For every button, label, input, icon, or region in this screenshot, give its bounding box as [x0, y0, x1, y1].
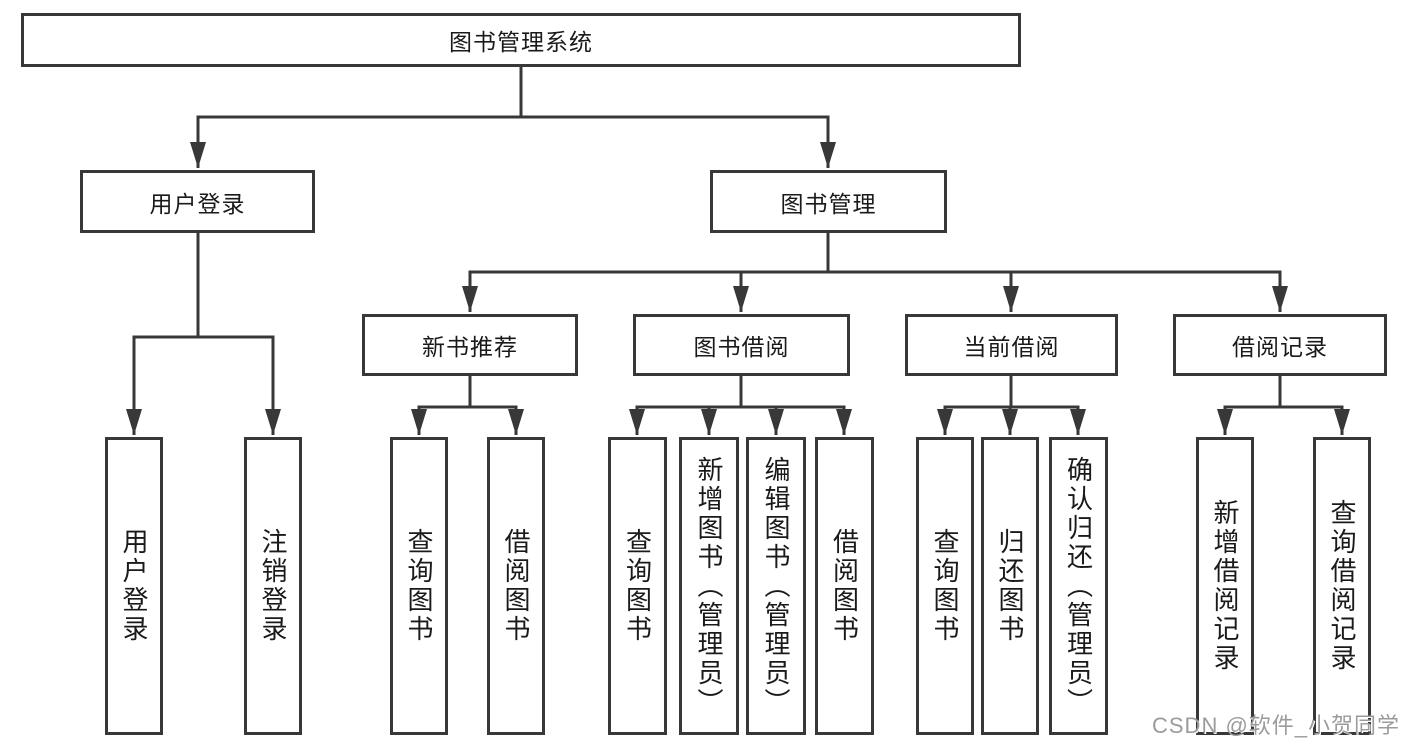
leaf-user-login-label: 用户登录	[119, 528, 149, 644]
leaf-edit-book-admin-label: 编辑图书（管理员）	[761, 455, 791, 717]
connector-root-to-level2	[190, 66, 836, 168]
node-root: 图书管理系统	[21, 13, 1021, 67]
leaf-query-books-rec-label: 查询图书	[404, 528, 434, 644]
leaf-confirm-return-admin-label: 确认归还（管理员）	[1063, 455, 1094, 717]
leaf-query-books-borrow: 查询图书	[608, 437, 667, 735]
node-root-label: 图书管理系统	[449, 29, 593, 55]
connector-current-borrow-to-leaves	[937, 376, 1086, 435]
leaf-add-borrow-record-label: 新增借阅记录	[1210, 499, 1240, 673]
connector-user-login-to-leaves	[126, 233, 281, 435]
node-borrow-records: 借阅记录	[1173, 314, 1387, 376]
connector-book-borrow-to-leaves	[629, 376, 852, 435]
leaf-query-books-borrow-label: 查询图书	[622, 528, 653, 644]
leaf-user-login: 用户登录	[105, 437, 163, 735]
connector-book-mgmt-to-level3	[462, 233, 1288, 312]
node-book-borrow-label: 图书借阅	[693, 334, 790, 360]
leaf-query-borrow-record: 查询借阅记录	[1313, 437, 1371, 735]
leaf-borrow-books-rec: 借阅图书	[487, 437, 545, 735]
leaf-add-book-admin-label: 新增图书（管理员）	[694, 455, 724, 717]
leaf-confirm-return-admin: 确认归还（管理员）	[1049, 437, 1108, 735]
node-new-book-rec-label: 新书推荐	[422, 334, 518, 360]
csdn-watermark: CSDN @软件_小贺同学	[1152, 713, 1401, 738]
node-user-login-label: 用户登录	[149, 190, 246, 217]
leaf-query-books-rec: 查询图书	[390, 437, 448, 735]
leaf-return-book: 归还图书	[981, 437, 1039, 735]
node-current-borrow: 当前借阅	[905, 314, 1118, 376]
leaf-logout-label: 注销登录	[258, 528, 288, 644]
leaf-add-book-admin: 新增图书（管理员）	[679, 437, 739, 735]
leaf-query-borrow-record-label: 查询借阅记录	[1327, 499, 1357, 673]
node-book-borrow: 图书借阅	[633, 314, 850, 376]
leaf-query-books-current-label: 查询图书	[930, 528, 960, 644]
leaf-add-borrow-record: 新增借阅记录	[1196, 437, 1254, 735]
leaf-edit-book-admin: 编辑图书（管理员）	[746, 437, 806, 735]
leaf-borrow-books-rec-label: 借阅图书	[501, 528, 531, 644]
leaf-return-book-label: 归还图书	[995, 528, 1025, 644]
connector-new-book-rec-to-leaves	[411, 376, 524, 435]
node-book-mgmt: 图书管理	[710, 170, 947, 233]
node-user-login: 用户登录	[80, 170, 315, 233]
node-current-borrow-label: 当前借阅	[963, 334, 1060, 360]
leaf-borrow-books-borrow-label: 借阅图书	[829, 528, 860, 644]
leaf-logout: 注销登录	[244, 437, 302, 735]
leaf-borrow-books-borrow: 借阅图书	[815, 437, 874, 735]
node-borrow-records-label: 借阅记录	[1232, 334, 1328, 360]
node-new-book-rec: 新书推荐	[362, 314, 578, 376]
connector-borrow-records-to-leaves	[1217, 376, 1350, 435]
leaf-query-books-current: 查询图书	[916, 437, 974, 735]
node-book-mgmt-label: 图书管理	[780, 190, 877, 217]
